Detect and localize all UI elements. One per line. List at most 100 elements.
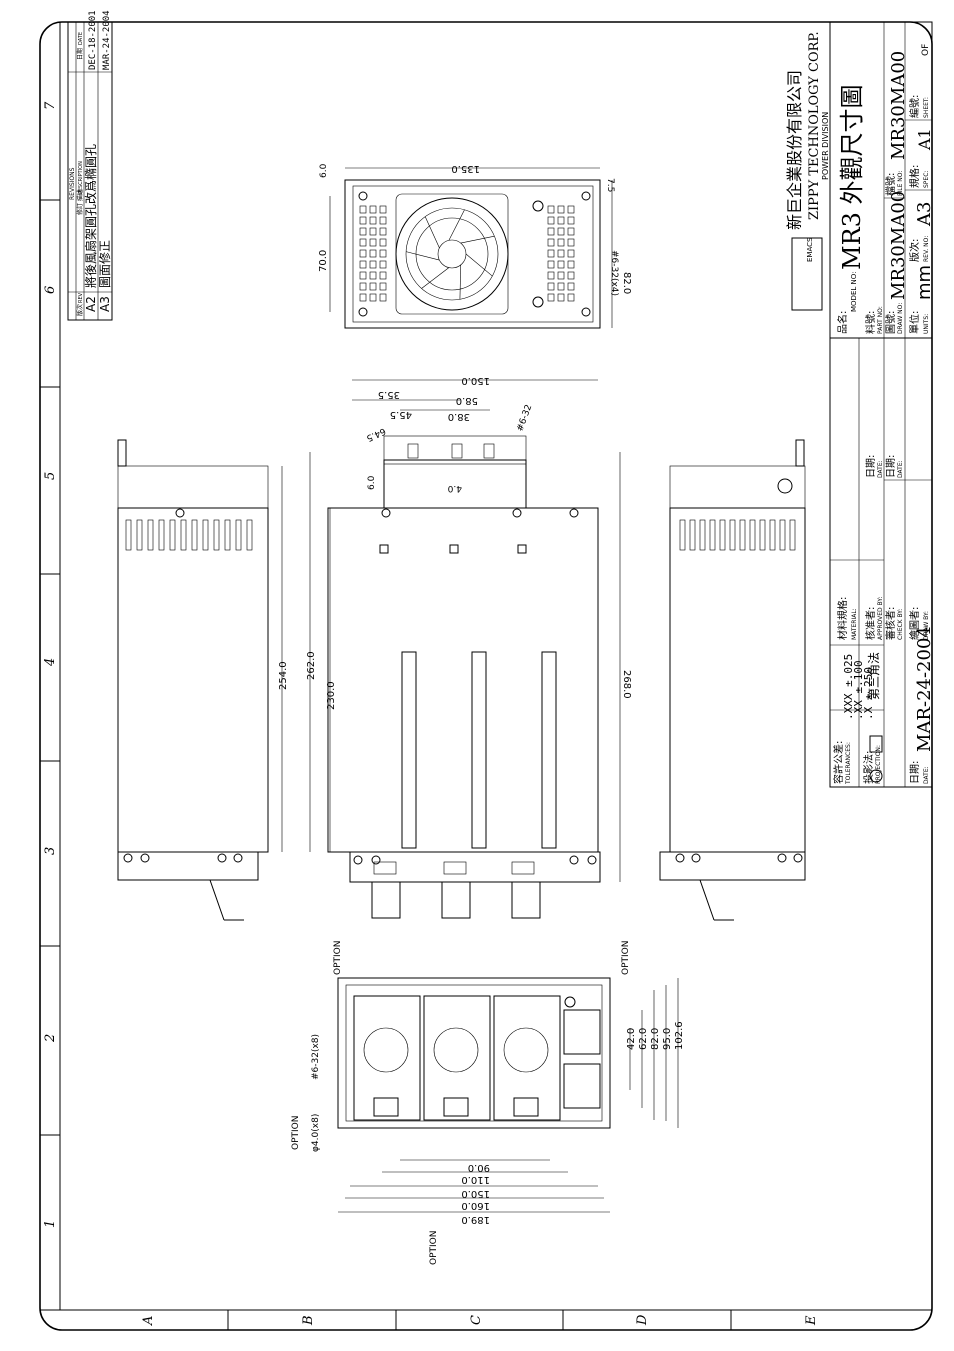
rev-header: REVISIONS: [69, 167, 76, 200]
zone-ticks-left: [40, 199, 60, 1136]
rear-dim-h: 90.0: [468, 1162, 490, 1173]
date3-label-cn: 日期:: [885, 455, 897, 478]
company-division: POWER DIVISION: [821, 112, 830, 180]
tolerance-label-cn: 容許公差:: [832, 741, 845, 784]
option-label: OPTION: [621, 941, 631, 975]
rev-col-date-cn: 日期: [76, 48, 84, 60]
rear-dim-h: 110.0: [461, 1174, 490, 1185]
checked-label-cn: 審核者:: [884, 607, 897, 640]
revision-table: [67, 21, 113, 321]
zone-number: 7: [43, 101, 58, 110]
sheet-label: SHEET:: [923, 97, 930, 118]
date3-label: DATE:: [897, 460, 904, 478]
rev-col-rev-cn: 版次: [76, 304, 84, 316]
spec-label: SPEC:: [923, 171, 930, 188]
draw-number: MR30MA00: [888, 191, 909, 300]
projection-symbol-icon: [869, 769, 883, 783]
dim-4: 4.0: [447, 483, 462, 493]
dim-262: 262.0: [306, 651, 317, 680]
dim-150: 150.0: [461, 375, 490, 386]
rev-description: 將後風扇架圓孔改爲橢圓孔: [83, 144, 98, 288]
rev-number: A3: [98, 296, 112, 312]
approved-label: APPROVED BY:: [877, 597, 884, 640]
zone-letter: B: [301, 1315, 316, 1326]
projection-label-cn: 投影法:: [862, 751, 875, 784]
rev-number: A2: [84, 296, 98, 312]
projection-cone-icon: [869, 735, 883, 753]
zone-ticks-bottom: [227, 1310, 732, 1330]
dimension-lines: [281, 167, 679, 1213]
fan-icon: [395, 197, 509, 311]
tolerance-line: .XX ±.100: [852, 660, 865, 720]
dim-135: 135.0: [451, 163, 480, 174]
zone-letter: A: [141, 1316, 156, 1326]
dim-screw-main: #6-32: [515, 403, 534, 433]
rev-value: A3: [914, 202, 935, 227]
file-label: FILE NO:: [897, 171, 904, 196]
part-label: PART NO:: [877, 306, 884, 334]
drawn-label-cn: 繪圖者:: [908, 607, 921, 640]
drawn-label: DRAW BY:: [923, 611, 930, 640]
rev-label-cn: 版次:: [908, 239, 921, 262]
projection-label: PROJECTION:: [875, 745, 882, 784]
dim-254: 254.0: [278, 661, 289, 690]
approved-label-cn: 核准者:: [864, 607, 877, 640]
date-label-cn: 日期:: [909, 761, 921, 784]
drawing-title: MR3 外觀尺寸圖: [838, 84, 866, 270]
zone-number: 2: [43, 1034, 58, 1043]
dim-screw-fan: #6-32(x4): [609, 250, 619, 296]
date-label: DATE:: [923, 766, 930, 784]
tolerance-label: TOLERANCES:: [845, 742, 852, 785]
dim-38: 38.0: [448, 411, 470, 422]
units-value: mm: [914, 265, 935, 300]
part-label-cn: 料號:: [864, 311, 877, 334]
zone-letter: E: [804, 1315, 819, 1326]
material-label: MATERIAL:: [851, 608, 858, 640]
rev-col-desc: DESCRIPTION: [78, 161, 84, 195]
material-label-cn: 材料規格:: [836, 597, 849, 640]
option-label: OPTION: [333, 941, 343, 975]
rev-col-desc-cn: 修訂 描述: [76, 189, 84, 215]
dim-6-main: 6.0: [367, 475, 377, 490]
logo-text: EMACS: [806, 237, 814, 262]
rear-dim-h: 160.0: [461, 1200, 490, 1211]
zone-number: 1: [43, 1220, 58, 1228]
option-label: OPTION: [291, 1116, 301, 1150]
right-side-view: [659, 439, 806, 921]
rear-dim-h: 150.0: [461, 1188, 490, 1199]
dim-82: 82.0: [621, 272, 632, 294]
rev-col-date: DATE: [78, 32, 84, 45]
units-label-cn: 單位:: [908, 311, 921, 334]
rear-dim-v: 82.0: [650, 1028, 661, 1050]
dim-58: 58.0: [456, 395, 478, 406]
model-label: MODEL NO:: [850, 272, 858, 312]
units-label: UNITS:: [923, 314, 930, 334]
dim-230: 230.0: [326, 681, 337, 710]
tolerance-line: .X ±.250: [862, 667, 875, 720]
spec-label-cn: 規格:: [908, 165, 921, 188]
fan-view: [344, 179, 601, 329]
draw-label: DRAW NO:: [897, 303, 904, 334]
screw-label: #6-32(x8): [311, 1034, 321, 1080]
zippy-logo: [791, 237, 823, 311]
sheet-label-cn: 編號:: [908, 95, 921, 118]
rear-dim-v: 62.0: [638, 1028, 649, 1050]
dim-70: 70.0: [318, 250, 329, 272]
rev-label: REV. NO:: [923, 236, 930, 262]
sheet-of: OF: [921, 44, 931, 56]
tolerance-line: .XXX ±.025: [842, 654, 855, 720]
draw-label-cn: 圖號:: [884, 311, 897, 334]
hole-label: φ4.0(x8): [311, 1114, 321, 1152]
rear-dim-v: 42.0: [626, 1028, 637, 1050]
zone-number: 4: [43, 658, 58, 667]
company-en: ZIPPY TECHNOLOGY CORP.: [807, 31, 822, 220]
dim-6-fan: 6.0: [319, 163, 329, 178]
projection-method: 第三角法: [867, 652, 881, 700]
model-label-cn: 品名:: [836, 311, 849, 334]
title-block: [791, 21, 933, 788]
dim-35-5: 35.5: [378, 389, 400, 400]
dim-45-5: 45.5: [390, 409, 412, 420]
rev-date: DEC-18-2001: [88, 10, 98, 70]
main-top-view: [327, 435, 601, 919]
